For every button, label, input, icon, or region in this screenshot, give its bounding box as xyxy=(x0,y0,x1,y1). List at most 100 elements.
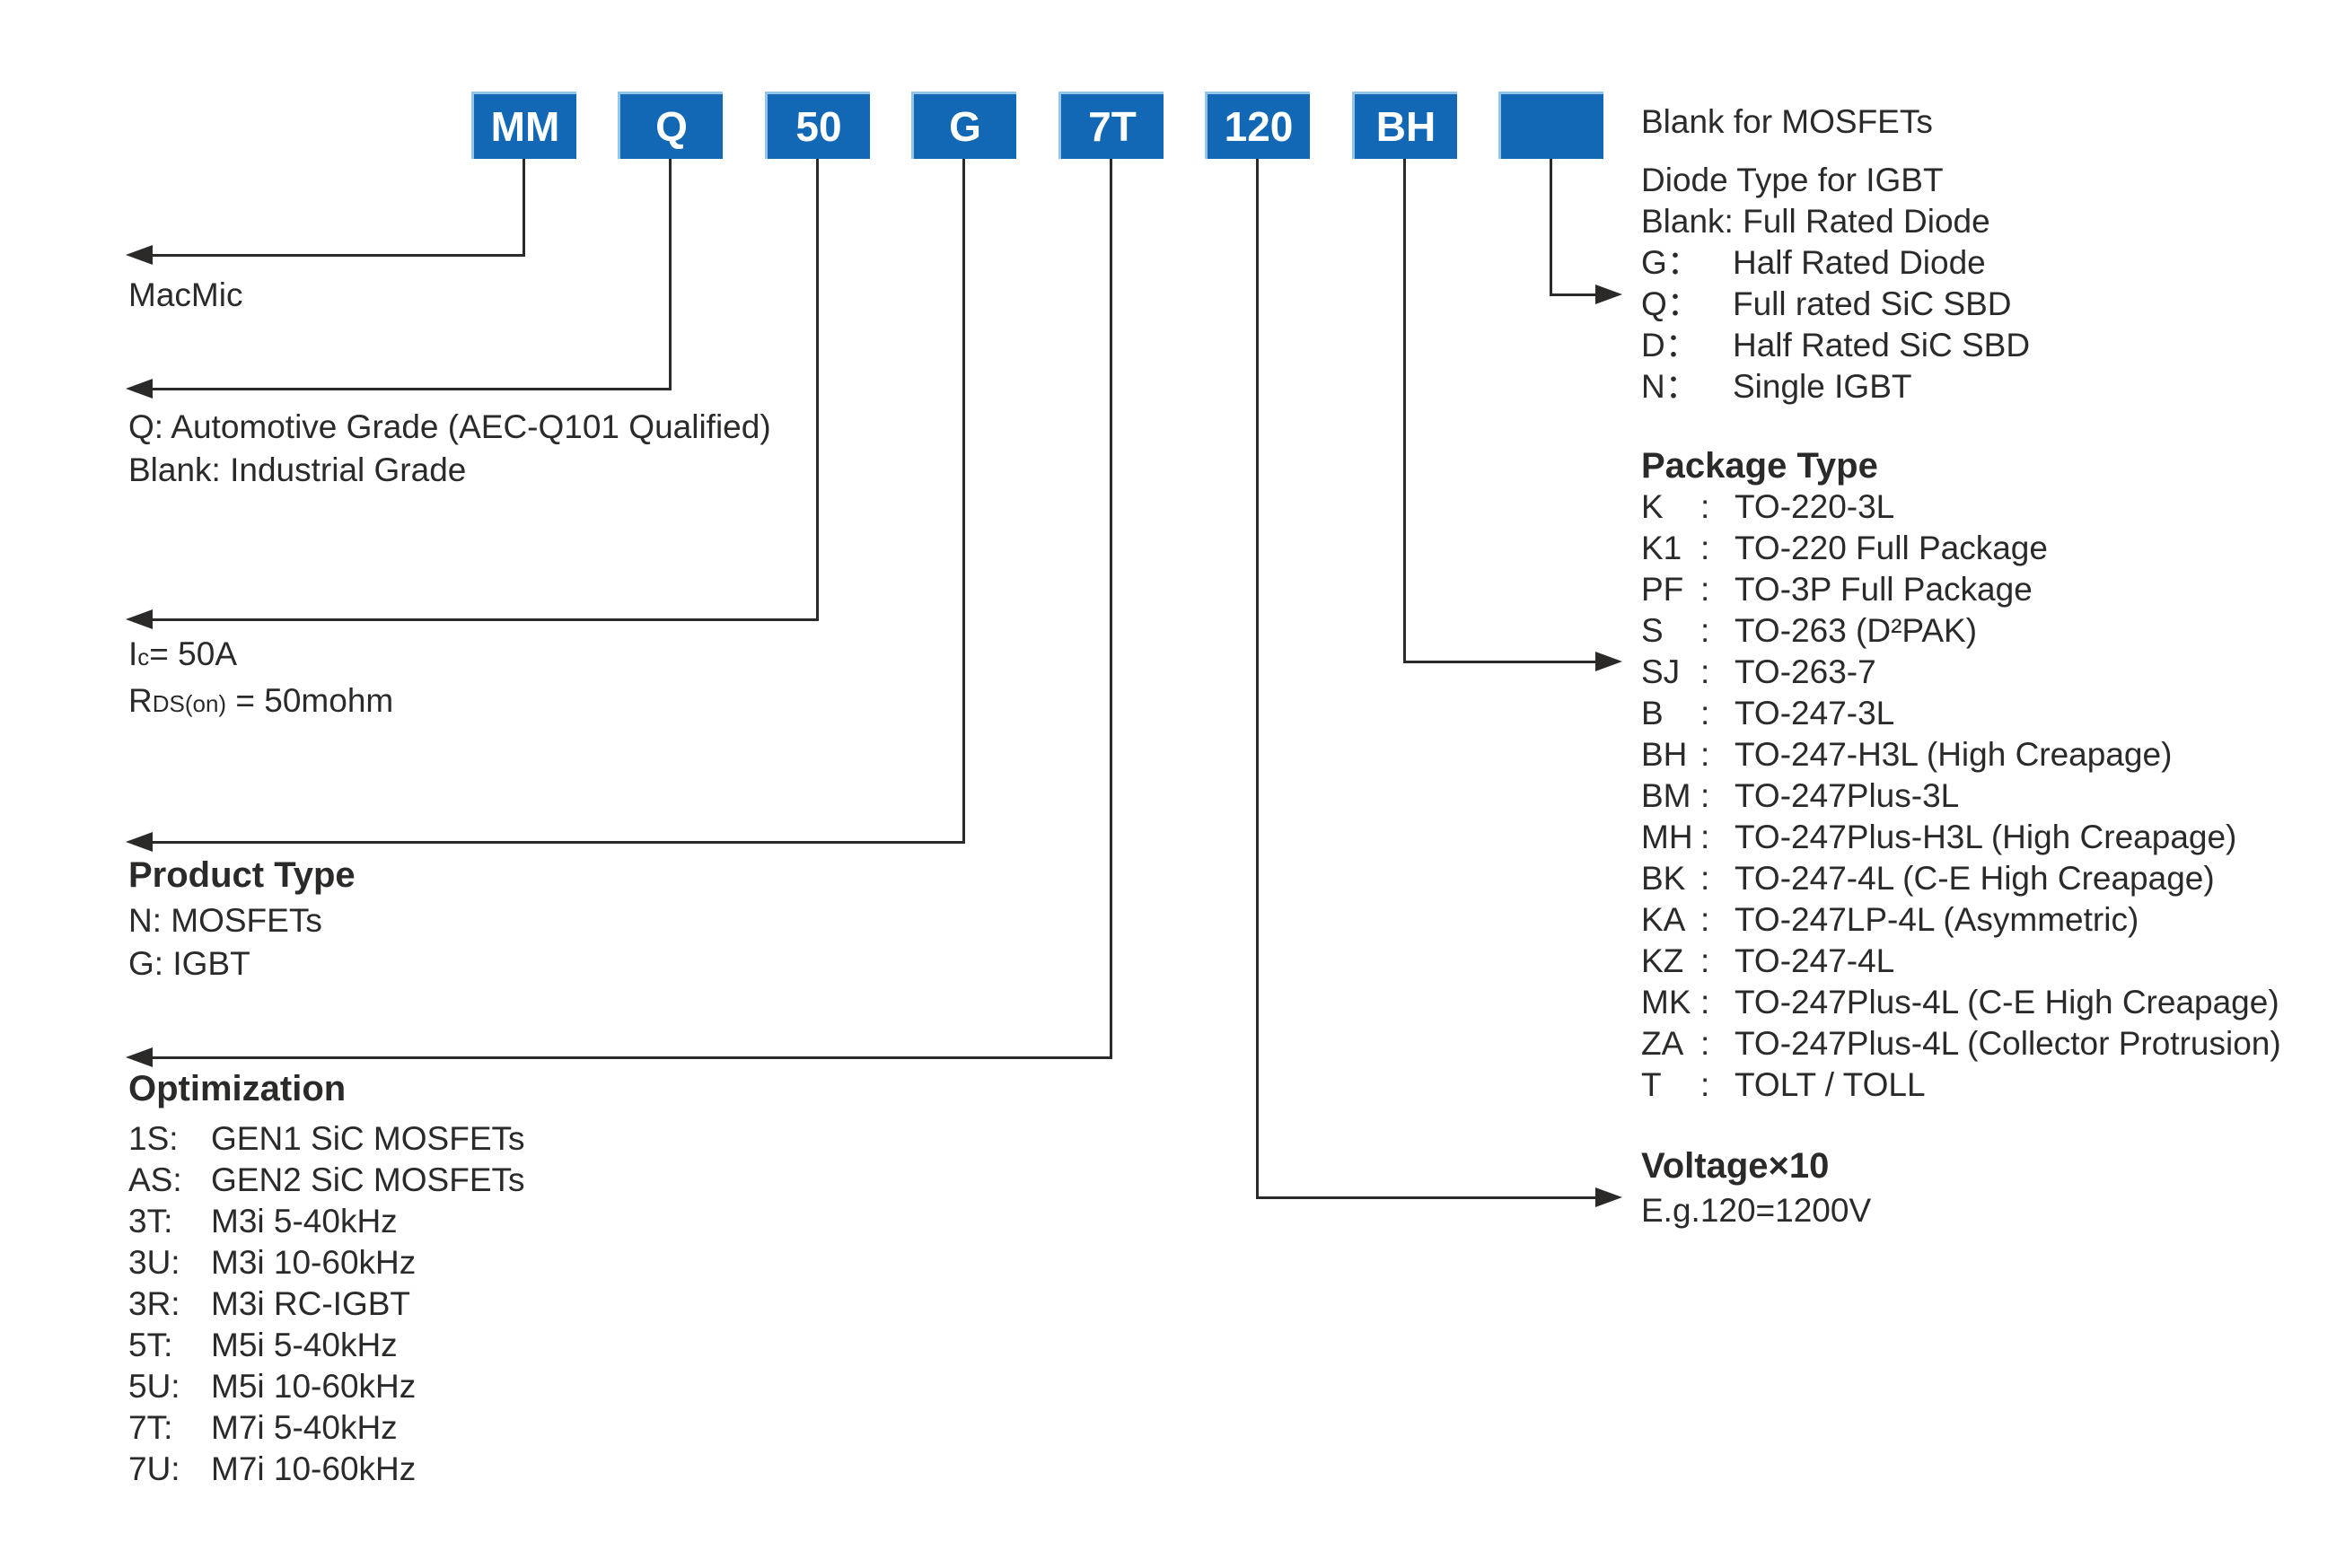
package-colon: : xyxy=(1700,1066,1710,1103)
arrow-left-icon xyxy=(126,245,153,265)
product-type-mosfet-line: N: MOSFETs xyxy=(128,902,322,939)
connector-line xyxy=(962,159,965,844)
optimization-code: 7U: xyxy=(128,1450,180,1487)
part-number-box: 120 xyxy=(1205,92,1310,159)
connector-line xyxy=(151,254,525,257)
package-colon: : xyxy=(1700,1025,1710,1062)
package-type-row: KZ : TO-247-4L xyxy=(1641,941,2281,982)
package-code: SJ xyxy=(1641,653,1681,690)
package-type-row: PF : TO-3P Full Package xyxy=(1641,569,2281,610)
optimization-row: 1S: GEN1 SiC MOSFETs xyxy=(128,1118,525,1160)
package-code: BK xyxy=(1641,860,1686,897)
package-colon: : xyxy=(1700,736,1710,773)
package-type-row: SJ : TO-263-7 xyxy=(1641,652,2281,693)
package-colon: : xyxy=(1700,612,1710,649)
blank-for-mosfets-note: Blank for MOSFETs xyxy=(1641,103,1933,140)
package-code: K1 xyxy=(1641,530,1682,566)
part-number-box: MM xyxy=(471,92,576,159)
package-type-row: S : TO-263 (D²PAK) xyxy=(1641,610,2281,652)
connector-line xyxy=(1550,159,1552,296)
part-number-box: G xyxy=(911,92,1016,159)
connector-line xyxy=(151,1056,1112,1059)
connector-line xyxy=(1256,159,1259,1199)
diode-type-title-line: Diode Type for IGBT xyxy=(1641,162,1944,198)
package-desc: TO-3P Full Package xyxy=(1735,571,2033,608)
optimization-row: 7T: M7i 5-40kHz xyxy=(128,1407,525,1449)
arrow-left-icon xyxy=(126,1047,153,1067)
package-desc: TO-247-3L xyxy=(1735,695,1895,731)
package-desc: TO-263-7 xyxy=(1735,653,1876,690)
package-type-row: MH : TO-247Plus-H3L (High Creapage) xyxy=(1641,817,2281,858)
package-colon: : xyxy=(1700,530,1710,566)
optimization-row: 5U: M5i 10-60kHz xyxy=(128,1366,525,1407)
voltage-example: E.g.120=1200V xyxy=(1641,1192,1872,1229)
connector-line xyxy=(1550,293,1595,296)
connector-line xyxy=(523,159,525,257)
package-type-row: K : TO-220-3L xyxy=(1641,486,2281,528)
package-type-row: B : TO-247-3L xyxy=(1641,693,2281,734)
grade-note: Q: Automotive Grade (AEC-Q101 Qualified)… xyxy=(128,406,771,492)
optimization-row: 3R: M3i RC-IGBT xyxy=(128,1283,525,1325)
package-colon: : xyxy=(1700,984,1710,1021)
package-code: S xyxy=(1641,612,1664,649)
connector-line xyxy=(1403,661,1595,663)
optimization-code: 5T: xyxy=(128,1327,173,1363)
connector-line xyxy=(816,159,819,621)
connector-line xyxy=(1110,159,1112,1059)
part-number-box-label: 50 xyxy=(795,103,842,150)
package-type-row: T : TOLT / TOLL xyxy=(1641,1064,2281,1106)
part-number-box: Q xyxy=(618,92,723,159)
arrow-right-icon xyxy=(1595,285,1622,304)
optimization-desc: M7i 10-60kHz xyxy=(211,1450,417,1487)
package-type-row: KA : TO-247LP-4L (Asymmetric) xyxy=(1641,899,2281,941)
optimization-list: 1S: GEN1 SiC MOSFETs AS: GEN2 SiC MOSFET… xyxy=(128,1118,525,1490)
diode-type-desc: Half Rated Diode xyxy=(1733,244,1986,281)
package-type-row: ZA : TO-247Plus-4L (Collector Protrusion… xyxy=(1641,1023,2281,1064)
optimization-desc: M7i 5-40kHz xyxy=(211,1409,398,1446)
package-type-row: MK : TO-247Plus-4L (C-E High Creapage) xyxy=(1641,982,2281,1023)
part-number-box: 7T xyxy=(1058,92,1164,159)
part-number-box-label: 7T xyxy=(1088,103,1137,150)
part-number-box-label: MM xyxy=(490,103,560,150)
rds-on-note: RDS(on) = 50mohm xyxy=(128,682,394,719)
diode-type-code: G： xyxy=(1641,244,1700,281)
diode-type-code: Q： xyxy=(1641,285,1700,322)
subscript: DS(on) xyxy=(152,690,227,717)
voltage-title: Voltage×10 xyxy=(1641,1146,1830,1186)
package-type-row: BH : TO-247-H3L (High Creapage) xyxy=(1641,734,2281,775)
manufacturer-label: MacMic xyxy=(128,276,243,313)
arrow-left-icon xyxy=(126,609,153,629)
optimization-row: AS: GEN2 SiC MOSFETs xyxy=(128,1160,525,1201)
optimization-code: 5U: xyxy=(128,1368,180,1405)
part-number-box-label: 120 xyxy=(1224,103,1294,150)
connector-line xyxy=(151,388,672,390)
product-type-igbt-line: G: IGBT xyxy=(128,945,250,982)
package-desc: TO-247LP-4L (Asymmetric) xyxy=(1735,901,2139,938)
optimization-desc: M3i 10-60kHz xyxy=(211,1244,417,1281)
package-colon: : xyxy=(1700,901,1710,938)
package-desc: TO-247Plus-H3L (High Creapage) xyxy=(1735,819,2237,855)
part-number-box: 50 xyxy=(765,92,870,159)
package-code: K xyxy=(1641,488,1664,525)
package-type-row: BM : TO-247Plus-3L xyxy=(1641,775,2281,817)
subscript: c xyxy=(137,644,150,670)
grade-automotive-line: Q: Automotive Grade (AEC-Q101 Qualified) xyxy=(128,408,771,445)
grade-industrial-line: Blank: Industrial Grade xyxy=(128,451,467,488)
package-code: PF xyxy=(1641,571,1684,608)
optimization-code: 3U: xyxy=(128,1244,180,1281)
package-desc: TO-247-H3L (High Creapage) xyxy=(1735,736,2173,773)
arrow-right-icon xyxy=(1595,1187,1622,1207)
package-desc: TO-220-3L xyxy=(1735,488,1895,525)
package-code: MH xyxy=(1641,819,1693,855)
diode-type-desc: Half Rated SiC SBD xyxy=(1733,327,2031,364)
optimization-desc: M3i RC-IGBT xyxy=(211,1285,410,1322)
package-colon: : xyxy=(1700,860,1710,897)
package-desc: TO-263 (D²PAK) xyxy=(1735,612,1978,649)
optimization-desc: GEN1 SiC MOSFETs xyxy=(211,1120,525,1157)
part-number-box-label: G xyxy=(949,103,981,150)
package-colon: : xyxy=(1700,777,1710,814)
package-desc: TO-247Plus-4L (Collector Protrusion) xyxy=(1735,1025,2281,1062)
diode-type-code: D： xyxy=(1641,327,1699,364)
package-colon: : xyxy=(1700,819,1710,855)
